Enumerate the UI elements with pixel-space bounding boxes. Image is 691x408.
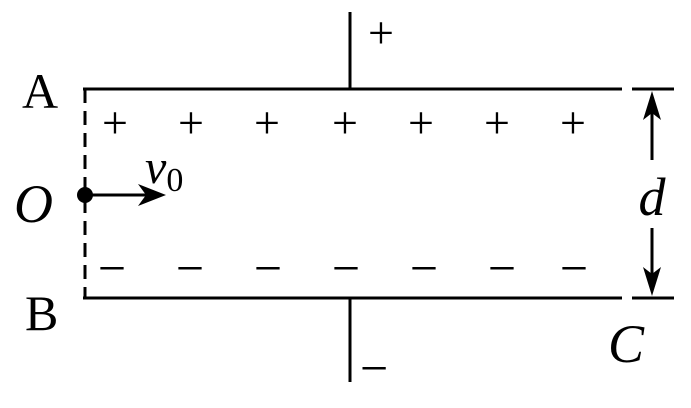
minus-charge: − — [332, 240, 360, 296]
plus-terminal-label: + — [368, 7, 394, 58]
minus-charge: − — [254, 240, 282, 296]
minus-charge: − — [176, 240, 204, 296]
plus-charge: + — [102, 97, 128, 148]
label-C: C — [608, 314, 645, 374]
label-O: O — [14, 174, 53, 234]
minus-charge: − — [410, 240, 438, 296]
dimension-arrow-down-icon — [643, 267, 661, 296]
dimension-arrow-up-icon — [643, 91, 661, 120]
plus-charge: + — [178, 97, 204, 148]
plus-charge: + — [408, 97, 434, 148]
label-B: B — [25, 285, 58, 341]
bottom-charges: − − − − − − − — [98, 240, 588, 296]
minus-terminal-label: − — [360, 340, 388, 396]
velocity-arrowhead-icon — [138, 184, 166, 206]
plus-charge: + — [254, 97, 280, 148]
plus-charge: + — [560, 97, 586, 148]
plus-charge: + — [332, 97, 358, 148]
velocity-label: v0 — [145, 141, 183, 199]
minus-charge: − — [488, 240, 516, 296]
minus-charge: − — [98, 240, 126, 296]
minus-charge: − — [560, 240, 588, 296]
top-charges: + + + + + + + — [102, 97, 586, 148]
label-A: A — [22, 63, 58, 119]
label-d: d — [639, 167, 667, 227]
plus-charge: + — [484, 97, 510, 148]
